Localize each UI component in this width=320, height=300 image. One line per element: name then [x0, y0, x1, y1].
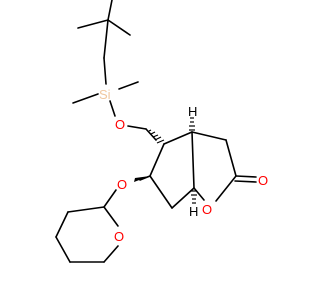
bond-si-methyl-right	[118, 81, 139, 90]
bond-o1-c6a	[193, 187, 205, 201]
bond-c2-o1	[215, 175, 237, 202]
bond-thp-5	[55, 211, 69, 238]
bond-thp-6	[67, 206, 105, 213]
atom-silicon: Si	[99, 87, 111, 102]
molecule-structure-diagram: Si O O O O O H H	[55, 0, 268, 263]
bond-si-o	[109, 100, 116, 117]
bond-thp-4	[55, 236, 71, 263]
atom-oxygen-silyl: O	[115, 117, 125, 132]
hashed-wedge-c4	[148, 129, 165, 144]
bond-c3-c2	[225, 139, 237, 177]
hashed-wedge-h-top	[189, 117, 195, 131]
atom-oxygen-ring: O	[202, 202, 212, 217]
bond-thp-1	[103, 206, 119, 227]
bond-c3a-c6a	[191, 131, 195, 189]
bond-ch2-c4	[145, 128, 157, 141]
bond-tbu-c2	[107, 0, 113, 21]
atom-oxygen-thp: O	[114, 229, 124, 244]
bond-c6-c6a	[171, 187, 195, 209]
atom-oxygen-carbonyl: O	[258, 173, 268, 188]
stereo-hydrogen-top: H	[188, 104, 197, 119]
bond-c4-c5	[149, 143, 165, 177]
bond-thp-2	[103, 245, 119, 263]
bond-c5-o	[139, 175, 151, 181]
bond-tbu-c4	[103, 19, 109, 59]
bond-c2-carbonyl-1	[235, 175, 257, 178]
stereo-hydrogen-bottom: H	[189, 204, 198, 219]
bond-c4-c3a	[163, 131, 193, 145]
hashed-wedge-h-bottom	[191, 190, 197, 204]
bond-tbu-c1	[77, 19, 109, 29]
bond-c5-c6	[149, 175, 173, 209]
bond-o-thp-c	[103, 189, 117, 208]
bond-si-methyl-left	[72, 93, 99, 104]
bond-c2-carbonyl-2	[234, 180, 257, 183]
bond-c3a-c3	[191, 131, 227, 141]
bond-tbu-c3	[107, 19, 131, 36]
bond-o-ch2	[127, 125, 147, 130]
atom-oxygen-ether: O	[117, 177, 127, 192]
bond-tbu-si	[103, 57, 107, 85]
